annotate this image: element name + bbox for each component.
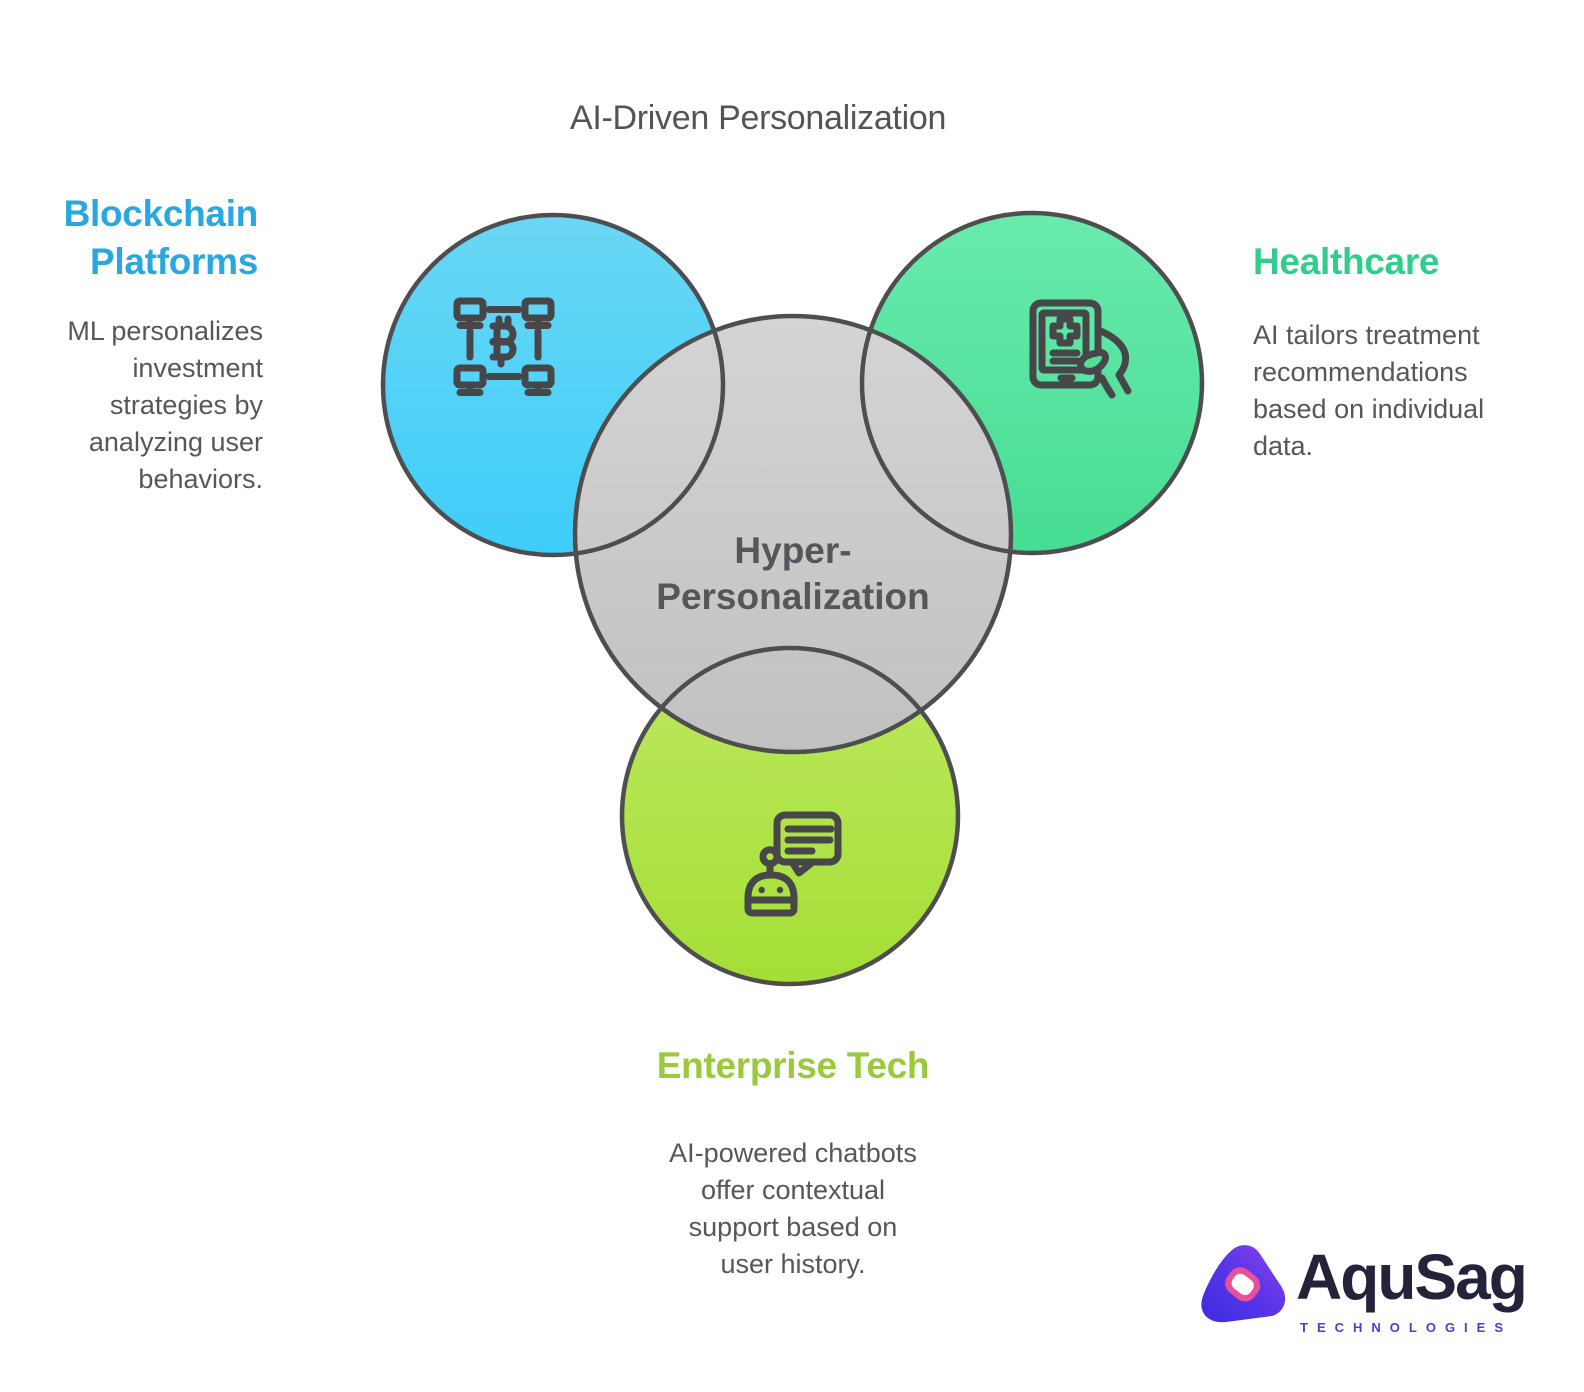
brand-tagline: TECHNOLOGIES [1300, 1320, 1513, 1335]
center-circle [575, 316, 1011, 752]
healthcare-heading: Healthcare [1253, 241, 1440, 282]
brand-name: AquSag [1296, 1241, 1528, 1313]
blockchain-heading: Blockchain Platforms [63, 193, 259, 282]
healthcare-description: AI tailors treatment recommendations bas… [1253, 320, 1485, 461]
enterprise-description: AI-powered chatbots offer contextual sup… [669, 1138, 917, 1279]
chatbot-icon [744, 811, 842, 917]
center-circle-label: Hyper- Personalization [656, 530, 930, 617]
blockchain-description: ML personalizes investment strategies by… [67, 316, 263, 494]
medical-tablet-icon [1029, 299, 1132, 399]
enterprise-heading: Enterprise Tech [656, 1045, 930, 1086]
aqusag-logo-icon [1201, 1245, 1286, 1323]
circle-outlines [380, 210, 1205, 987]
brand-logo: AquSag TECHNOLOGIES [1196, 1240, 1556, 1350]
page-title: AI-Driven Personalization [569, 99, 947, 137]
blockchain-network-icon [453, 297, 555, 396]
